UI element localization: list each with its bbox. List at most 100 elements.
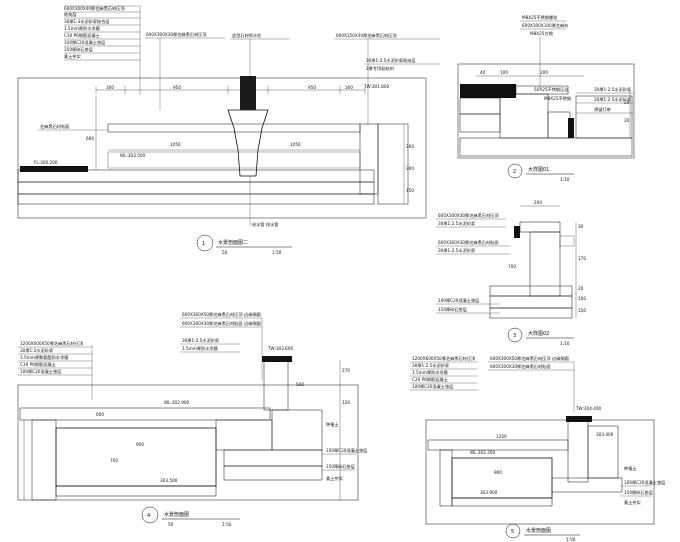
dim-label: 20 [624,118,630,123]
coping [519,221,561,233]
dim-label: 500 [296,382,304,387]
tw-level-1: TW:301.800 [363,84,390,89]
dim-label: 1200 [496,434,507,439]
wall-hatch [529,231,561,297]
wl-level-5: WL:302.200 [470,450,496,455]
fl-level: FL:300.200 [34,160,58,165]
callout-right-2: 30厚1:2.5水泥砂浆粘结层 [366,57,416,64]
label: 50X25不锈钢压边 [534,86,569,93]
label: 30厚1:2.5水泥砂浆 [594,96,632,103]
notes-block-1: 600X300X40厚芝麻黑石材压顶 结构层 30厚1:3水泥砂浆结合层 1.5… [64,5,141,95]
detail-drawing-2: M8X25不锈钢螺栓 600X300X100厚芝麻灰 M8X25方钢 40 10… [457,14,635,182]
drawing-title-2: 大样图01 [528,166,549,173]
right-rubble [223,449,323,467]
raised-coping [566,416,592,422]
bottom-level-5: 303.900 [480,490,498,495]
note: M8X25方钢 [530,30,553,37]
note: 600X300X30厚芝麻黑石材贴面 边缘倒圆 [182,320,261,327]
tw-level-4: TW:303.600 [267,346,294,351]
coping-edge [514,226,520,238]
note: 100厚C20混凝土垫层 [20,368,61,375]
dim-label: 300 [106,85,114,90]
dim-label: 600 [86,136,94,141]
coping-black [460,84,516,98]
drawing-marker-1 [196,234,214,252]
pool-basin [55,427,217,487]
layer-soil [17,193,375,205]
dim-label: 300 [345,85,353,90]
edge-strip [568,118,574,138]
drawing-scale: 1:50 [566,537,576,542]
layer-rubble [17,181,375,195]
note: 150厚碎石垫层 [326,463,355,470]
dim-label: 600 [96,412,104,417]
dim-label: 1050 [290,142,301,147]
note: 600X300X50厚芝麻黑石材压顶 边缘倒圆 [490,355,569,362]
pool-floor [451,497,553,507]
dim-label: 20 [578,286,584,291]
note: 100厚C20混凝土垫层 [326,447,367,454]
note: M8X25不锈钢螺栓 [522,14,558,21]
dim-label: 40 [480,70,486,75]
note: 30厚1:2.5水泥砂浆 [438,247,476,254]
top-slab [427,439,569,451]
callout-right-3: 3厚专用粘结剂 [366,65,394,72]
dim-label: 950 [173,85,181,90]
note: 种植土 [624,465,637,472]
marker-number: 5 [511,529,514,535]
note: 种植土 [326,421,339,428]
dim-label: 20 [624,100,630,105]
drawing-title-5: 水景剖面图 [526,527,551,534]
label: M8X25不锈钢 [544,95,571,102]
note: 30厚1:2.5水泥砂浆 [182,337,220,344]
dim-label: 450 [406,188,414,193]
marker-number: 2 [513,169,516,175]
dim-label: 170 [578,256,586,261]
note: 100厚C20混凝土垫层 [624,479,665,486]
note: 100厚C20混凝土垫层 [64,39,105,46]
dim-label: 1050 [170,142,181,147]
drawing-title-3: 大样图02 [528,330,549,337]
note: 1.5mm厚防水涂膜 [412,369,448,376]
label: 预留灯带 [594,106,611,113]
bottom-level-4: 303.500 [160,478,178,483]
pipe-callout: 给水管 排水管 [252,221,278,228]
pool-floor [55,485,217,497]
note: 1.5mm厚聚氨酯防水涂膜 [20,354,68,361]
left-wall [439,449,453,507]
note: 600X300X30厚芝麻黑石材压顶 [438,212,499,219]
dim-label: 100 [500,70,508,75]
right-wall [359,123,379,195]
raised-wall [567,419,589,483]
dim-label: 700 [508,264,516,269]
drawing-scale: 1:10 [560,341,570,346]
right-gravel [551,477,623,493]
layer-rubble [459,113,501,133]
layer-concrete [489,295,573,309]
note: 150厚碎石垫层 [624,489,653,496]
drawing-scale-left: 50 [222,250,228,255]
note: 100厚C20混凝土垫层 [412,383,453,390]
dim-label: 100 [578,296,586,301]
layer-gravel [459,97,501,115]
layer-gravel [489,285,573,297]
layer-base [459,137,633,157]
drawing-marker-2 [507,163,523,179]
level-2-5: 303.400 [596,432,614,437]
callout-right-1: 600X150X30厚芝麻黑石材压顶 [336,32,397,39]
note: 600X300X100厚芝麻灰 [522,22,568,29]
callout-top-1: 600X300X30厚芝麻黑石材压顶 [146,31,207,38]
dim-label: 900 [494,470,502,475]
drawing-title-4: 水景剖面图 [164,511,189,518]
marker-number: 1 [202,241,205,247]
drawing-scale: 1:50 [222,522,232,527]
dim-label: 150 [578,308,586,313]
right-backfill [377,123,409,205]
note: 30厚1:2.5水泥砂浆 [412,362,450,369]
dim-label: 270 [342,368,350,373]
note: 100厚C20混凝土垫层 [438,297,479,304]
callout-top-2: 造型石材喷水柱 [232,32,262,39]
drawing-scale: 1:10 [560,177,570,182]
note: 1.5mm厚防水涂膜 [64,25,100,32]
